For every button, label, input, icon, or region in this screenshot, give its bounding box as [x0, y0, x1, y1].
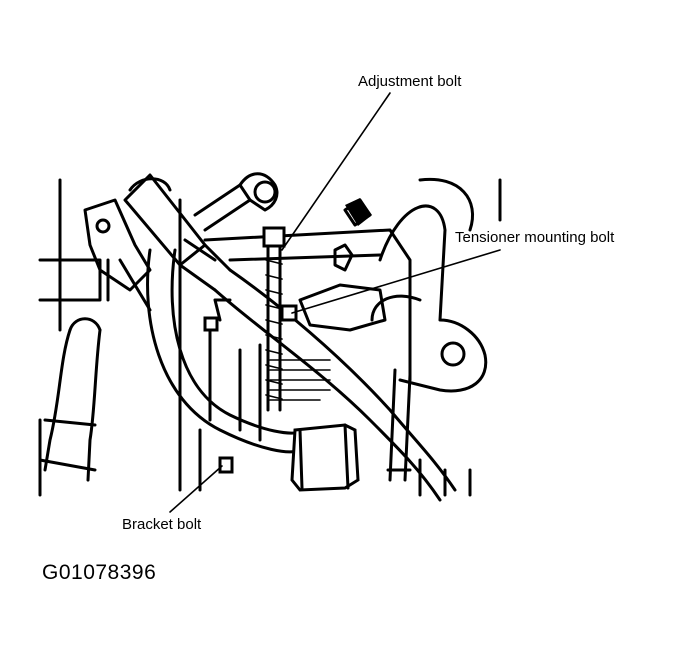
bracket-bolt-label: Bracket bolt	[122, 516, 202, 533]
bracket-bolt	[218, 456, 234, 474]
figure-id: G01078396	[42, 561, 157, 584]
lower-coupling	[290, 423, 360, 492]
sensor-cylinder	[123, 173, 232, 292]
upper-bracket	[83, 198, 152, 312]
left-structure	[38, 178, 110, 497]
main-cable	[213, 268, 457, 502]
right-frame	[418, 178, 502, 497]
right-bracket	[343, 177, 488, 393]
tensioner-mounting-bolt-label: Tensioner mounting bolt	[455, 229, 615, 246]
right-rod	[386, 368, 412, 482]
adjustment-bolt-label: Adjustment bolt	[358, 73, 462, 90]
engine-block	[178, 198, 412, 492]
hose-nozzle	[193, 172, 279, 232]
tensioner	[280, 243, 422, 332]
adjustment-bolt	[262, 226, 286, 412]
leader-lines	[169, 92, 501, 513]
loop-hose	[146, 248, 302, 454]
left-hose	[38, 317, 102, 482]
